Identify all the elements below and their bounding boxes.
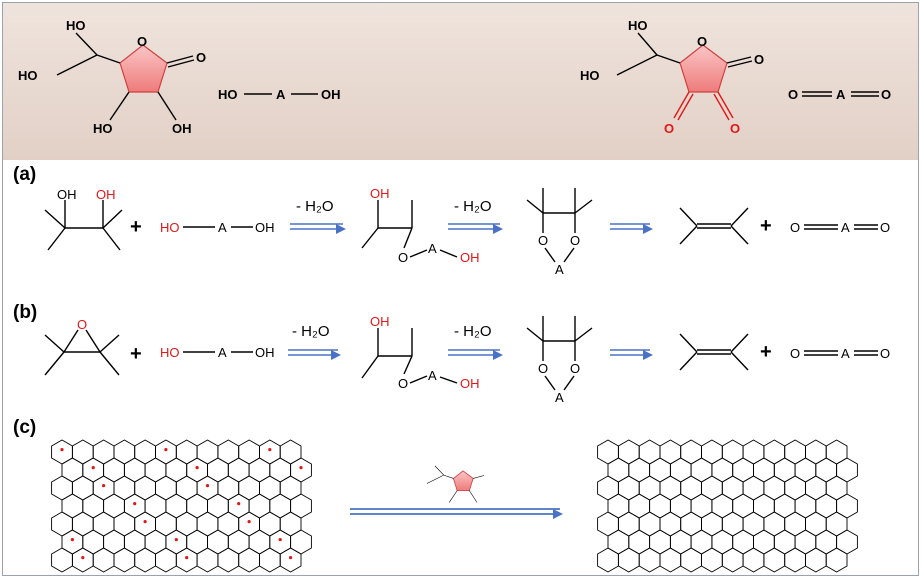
panel-b-label: (b) [13,302,37,323]
oxygen-group-mark [205,484,210,488]
dehydration-step-1: - H₂O [296,198,334,215]
product-a-label: A [836,87,846,102]
small-ascorbic-acid-icon [426,465,485,503]
reagent-oh-label: OH [255,345,275,360]
oxygen-group-mark [143,520,147,524]
cyclic-o1-label: O [538,361,548,376]
dha-ring-oxygen-label: O [697,34,707,49]
product-a-label: A [841,346,850,361]
plus-sign: + [130,216,142,238]
carbonyl-oxygen-label: O [196,50,206,65]
hexagon-ring [825,547,848,573]
dha-carbonyl-oxygen-label: O [754,52,764,67]
ho-bottom-left-label: HO [93,121,113,136]
panel-a: (a) OH OH + HO A OH - H₂O [13,164,890,277]
panel-b: (b) O + HO A OH - H₂O OH [13,302,890,405]
intermediate-oh-end-label: OH [460,376,480,391]
oxygen-group-mark [268,448,272,452]
oxygen-group-mark [299,466,303,470]
reagent-ho-label: HO [218,87,238,102]
dehydration-step-1: - H₂O [292,323,330,340]
product-a-label: A [841,220,850,235]
oxygen-group-mark [102,484,106,488]
cyclic-o2-label: O [570,361,580,376]
intermediate-a-label: A [428,241,437,256]
intermediate-oh-label: OH [370,186,390,201]
product-o1-label: O [790,220,800,235]
oxygen-group-mark [247,520,251,524]
oxygen-group-mark [164,448,168,452]
panel-c-label: (c) [13,417,36,438]
cyclic-o2-label: O [570,233,580,248]
cyclic-a-label: A [555,390,564,405]
plus-sign: + [760,341,772,363]
oh-bottom-right-label: OH [172,121,192,136]
ho-top-label: HO [66,18,86,33]
oxygen-group-mark [174,538,178,542]
reagent-oh-label: OH [255,220,275,235]
reagent-oh-label: OH [321,87,341,102]
hexagon-ring [279,547,302,573]
intermediate-oh-end-label: OH [460,250,480,265]
dha-o-left-label: O [664,121,674,136]
reagent-ho-label: HO [160,220,180,235]
reagent-ho-label: HO [160,345,180,360]
ascorbic-acid-structure: HO HO O O HO OH [18,18,206,136]
dehydroascorbic-acid-structure: HO HO O O O O [580,18,764,136]
intermediate-o-label: O [398,376,408,391]
oxygen-group-mark [133,502,137,506]
oxygen-group-mark [195,466,199,470]
oxygen-group-mark [289,556,293,560]
dehydration-step-2: - H₂O [454,198,492,215]
cyclic-o1-label: O [538,233,548,248]
panel-c: (c) [13,417,858,573]
oxygen-group-mark [237,502,241,506]
oxygen-group-mark [81,556,85,560]
header-product-o-a-o: O A O [788,87,891,102]
product-o-left-label: O [788,87,798,102]
reagent-a-label: A [276,87,286,102]
intermediate-oh-label: OH [370,314,390,329]
plus-sign: + [760,215,772,237]
diol-oh2-label: OH [96,187,116,202]
ho-left-label: HO [18,68,38,83]
reagent-a-label: A [218,220,227,235]
graphene-oxide-sheet [51,439,312,573]
panel-a-label: (a) [13,164,36,185]
intermediate-a-label: A [428,368,437,383]
reagent-a-label: A [218,345,227,360]
epoxide-o-label: O [77,317,87,332]
dha-ho-top-label: HO [628,18,648,33]
oxygen-group-mark [60,448,64,452]
dha-o-right-label: O [730,121,740,136]
product-o2-label: O [880,220,890,235]
oxygen-group-mark [91,466,95,470]
oxygen-group-mark [70,538,74,542]
cyclic-a-label: A [555,262,564,277]
product-o2-label: O [880,346,890,361]
dehydration-step-2: - H₂O [454,323,492,340]
diol-oh1-label: OH [57,187,77,202]
dha-ho-left-label: HO [580,68,600,83]
reduced-graphene-oxide-sheet [597,439,858,573]
product-o1-label: O [790,346,800,361]
oxygen-group-mark [278,538,282,542]
intermediate-o-label: O [398,250,408,265]
product-o-right-label: O [881,87,891,102]
plus-sign: + [130,343,142,365]
header-reagent-ho-a-oh: HO A OH [218,87,341,102]
ring-oxygen-label: O [137,34,147,49]
oxygen-group-mark [185,556,189,560]
